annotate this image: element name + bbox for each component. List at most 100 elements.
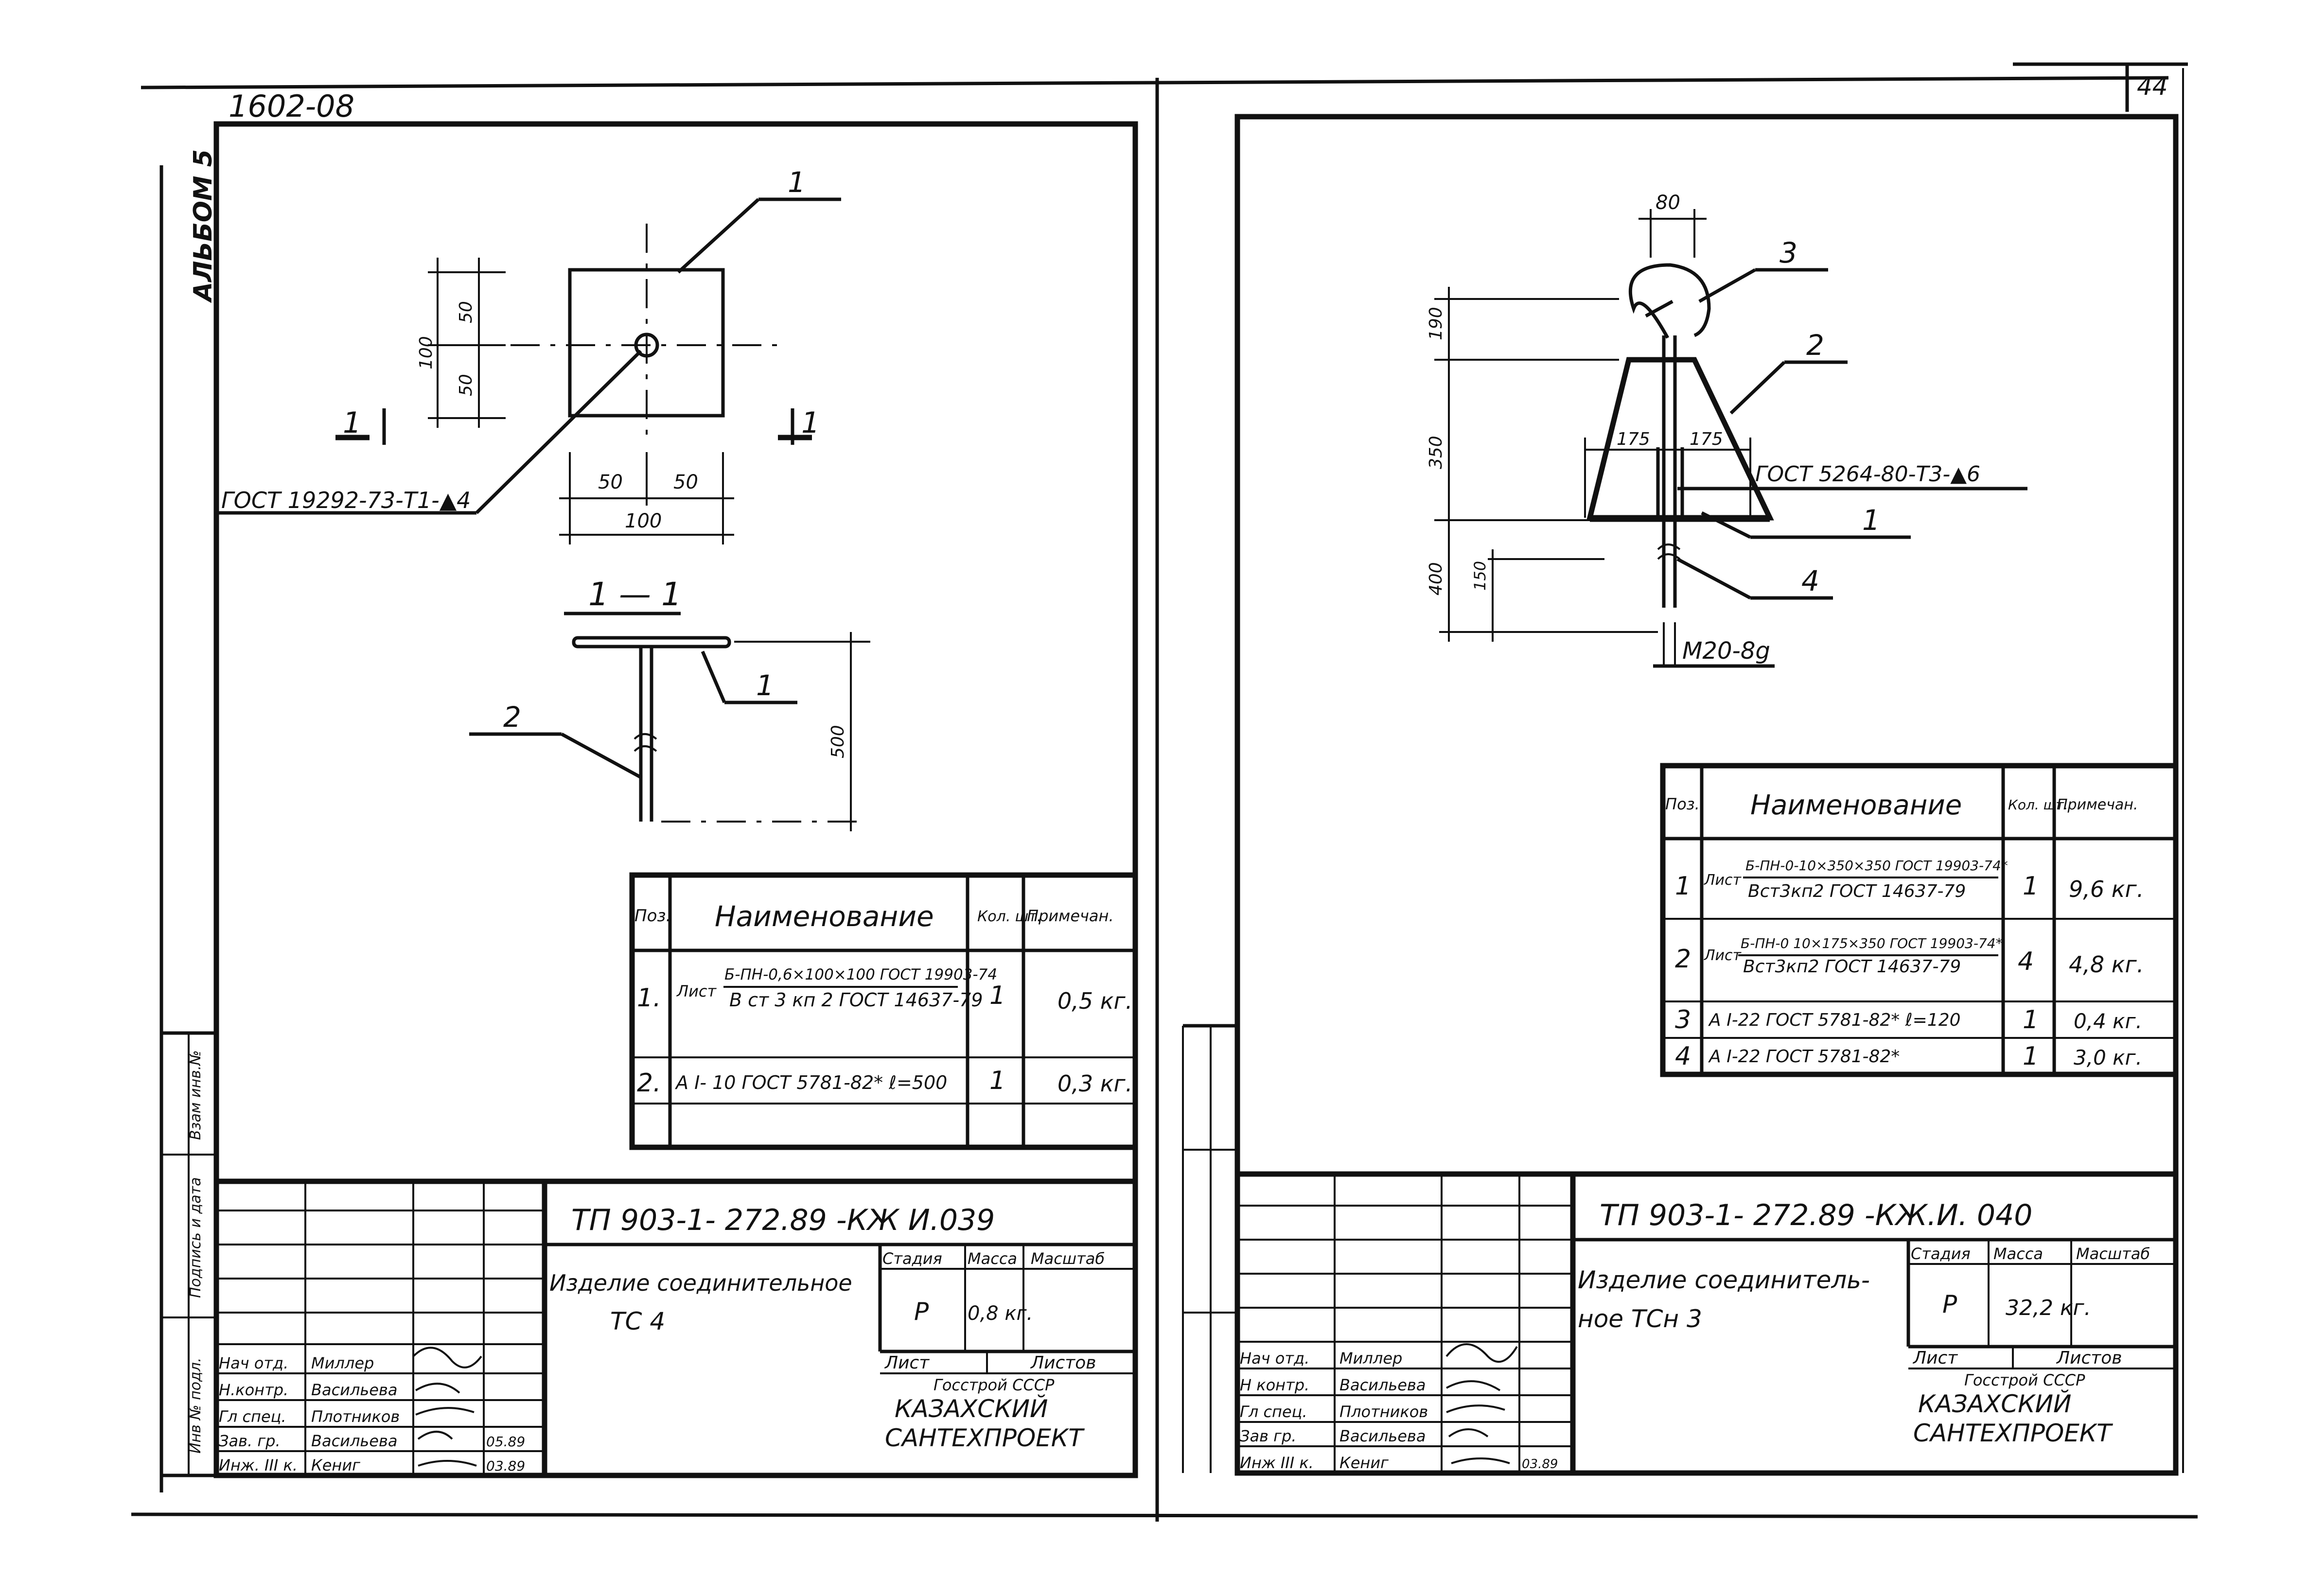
- title-line-2-right: ное ТСн 3: [1578, 1305, 1702, 1333]
- role-2-name: Васильева: [311, 1381, 397, 1399]
- role-3: Гл спец.: [219, 1407, 286, 1426]
- dim-50-upper: 50: [456, 301, 476, 323]
- spec-row-4-qty-right: 1: [2023, 1042, 2039, 1071]
- col-header-scale: Масштаб: [1031, 1249, 1105, 1268]
- role-3-name-right: Плотников: [1339, 1403, 1428, 1421]
- section-mark-left: 1: [343, 406, 361, 440]
- callout-2: 2: [503, 701, 521, 734]
- spec-row-1-qty: 1: [989, 981, 1005, 1010]
- callout-1-right: 1: [1862, 504, 1880, 537]
- spec-row-1-note: 0,5 кг.: [1057, 988, 1132, 1014]
- role-2-name-right: Васильева: [1339, 1376, 1426, 1394]
- spec-header-qty-right: Кол. шт.: [2008, 797, 2068, 813]
- dim-50-left: 50: [598, 471, 623, 493]
- hook: [1628, 263, 1711, 339]
- callout-2-right: 2: [1806, 329, 1824, 362]
- section-title: 1 — 1: [588, 576, 682, 613]
- role-5-date: 03.89: [486, 1458, 525, 1474]
- spec-row-2-item-right: Лист: [1704, 947, 1742, 964]
- right-spec-table: Поз. Наименование Кол. шт. Примечан. 1 Л…: [1660, 763, 2179, 1077]
- spec-row-4-name-right: А I-22 ГОСТ 5781-82*: [1708, 1047, 1900, 1067]
- spec-row-1-name-bottom-right: Вст3кп2 ГОСТ 14637-79: [1748, 881, 1966, 901]
- role-1-name: Миллер: [311, 1354, 374, 1372]
- stage-value: Р: [914, 1298, 929, 1326]
- mass-value-right: 32,2 кг.: [2006, 1296, 2091, 1320]
- role-1-right: Нач отд.: [1240, 1349, 1309, 1368]
- spec-row-3-pos-right: 3: [1675, 1005, 1691, 1035]
- spec-row-2-name-top-right: Б-ПН-0 10×175×350 ГОСТ 19903-74*: [1741, 935, 2003, 951]
- mass-value: 0,8 кг.: [968, 1302, 1033, 1325]
- callout-4: 4: [1801, 564, 1819, 597]
- spec-row-2-qty-right: 4: [2018, 947, 2034, 976]
- trapezoid-plate: [1586, 357, 1774, 521]
- album-number: АЛЬБОМ 5: [189, 149, 218, 303]
- leader-1: [677, 198, 760, 274]
- dim-175-left: 175: [1617, 429, 1650, 449]
- title-line-1-right: Изделие соединитель-: [1578, 1266, 1870, 1294]
- spec-row-3-note-right: 0,4 кг.: [2074, 1009, 2142, 1033]
- role-3-name: Плотников: [311, 1407, 400, 1426]
- role-5-date-right: 03.89: [1522, 1457, 1558, 1472]
- col-header-mass-right: Масса: [1993, 1245, 2043, 1263]
- dim-400: 400: [1426, 562, 1446, 596]
- right-sheet: 44 80: [1182, 64, 2179, 1476]
- spec-row-1-qty-right: 1: [2023, 872, 2039, 901]
- role-1: Нач отд.: [219, 1354, 288, 1372]
- role-1-name-right: Миллер: [1339, 1349, 1402, 1368]
- designation: ТП 903-1- 272.89 -КЖ И.039: [571, 1203, 995, 1237]
- col-header-scale-right: Масштаб: [2076, 1245, 2150, 1263]
- org-line-1: Госстрой СССР: [934, 1376, 1055, 1394]
- title-line-1: Изделие соединительное: [549, 1270, 852, 1296]
- left-title-block: ТП 903-1- 272.89 -КЖ И.039 Изделие соеди…: [216, 1178, 1135, 1475]
- page-number: 44: [2137, 72, 2168, 101]
- spec-row-2-name-bottom-right: Вст3кп2 ГОСТ 14637-79: [1743, 957, 1961, 977]
- sheets-label-right: Листов: [2056, 1348, 2122, 1368]
- spec-row-3-name-right: А I-22 ГОСТ 5781-82* ℓ=120: [1708, 1010, 1961, 1030]
- org-line-3-right: САНТЕХПРОЕКТ: [1913, 1419, 2113, 1447]
- dim-80: 80: [1656, 192, 1680, 214]
- spec-header-note-right: Примечан.: [2057, 796, 2138, 813]
- right-title-block: ТП 903-1- 272.89 -КЖ.И. 040 Изделие соед…: [1237, 1171, 2176, 1473]
- role-4-name: Васильева: [311, 1432, 397, 1450]
- spec-row-1-note-right: 9,6 кг.: [2069, 876, 2144, 902]
- section-1-1: 1 — 1 500 1 2: [469, 576, 870, 831]
- role-2-right: Н контр.: [1240, 1376, 1309, 1394]
- spec-header-pos: Поз.: [634, 906, 671, 926]
- callout-3: 3: [1779, 236, 1797, 269]
- role-5-name-right: Кениг: [1339, 1454, 1389, 1472]
- spec-row-2-note-right: 4,8 кг.: [2069, 951, 2144, 978]
- role-5: Инж. III к.: [219, 1456, 298, 1474]
- spec-row-2-pos-right: 2: [1675, 945, 1691, 974]
- col-header-mass: Масса: [968, 1249, 1017, 1268]
- role-4-name-right: Васильева: [1339, 1427, 1426, 1445]
- dim-500: 500: [828, 725, 848, 758]
- dim-190: 190: [1426, 307, 1446, 340]
- spec-row-2-note: 0,3 кг.: [1057, 1070, 1132, 1097]
- spec-row-3-qty-right: 1: [2023, 1005, 2039, 1035]
- spec-row-2-qty: 1: [989, 1066, 1005, 1095]
- sheets-label: Листов: [1030, 1353, 1096, 1373]
- sheet-label-right: Лист: [1912, 1348, 1958, 1368]
- org-line-2: КАЗАХСКИЙ: [895, 1394, 1048, 1423]
- dim-150: 150: [1471, 561, 1489, 591]
- spec-header-pos-right: Поз.: [1665, 795, 1700, 813]
- dim-175-right: 175: [1690, 429, 1723, 449]
- role-5-right: Инж III к.: [1240, 1454, 1314, 1472]
- left-drawing-frame: [213, 121, 1138, 1478]
- signatures: [412, 1347, 482, 1467]
- spec-header-name: Наименование: [715, 900, 934, 933]
- album-code: 1602-08: [229, 88, 354, 124]
- org-line-1-right: Госстрой СССР: [1964, 1371, 2085, 1389]
- role-5-name: Кениг: [311, 1456, 360, 1474]
- spec-header-qty: Кол. шт.: [977, 908, 1041, 925]
- title-line-2: ТС 4: [610, 1307, 665, 1335]
- spec-header-name-right: Наименование: [1750, 789, 1962, 821]
- weld-leader: [475, 350, 642, 514]
- col-header-stage: Стадия: [882, 1249, 942, 1268]
- spec-row-1-name-bottom: В ст 3 кп 2 ГОСТ 14637-79: [729, 989, 983, 1011]
- col-header-stage-right: Стадия: [1911, 1245, 1971, 1263]
- org-line-2-right: КАЗАХСКИЙ: [1918, 1389, 2071, 1418]
- role-2: Н.контр.: [219, 1381, 288, 1399]
- spec-row-4-pos-right: 4: [1675, 1042, 1691, 1071]
- spec-row-1-item: Лист: [676, 982, 717, 1000]
